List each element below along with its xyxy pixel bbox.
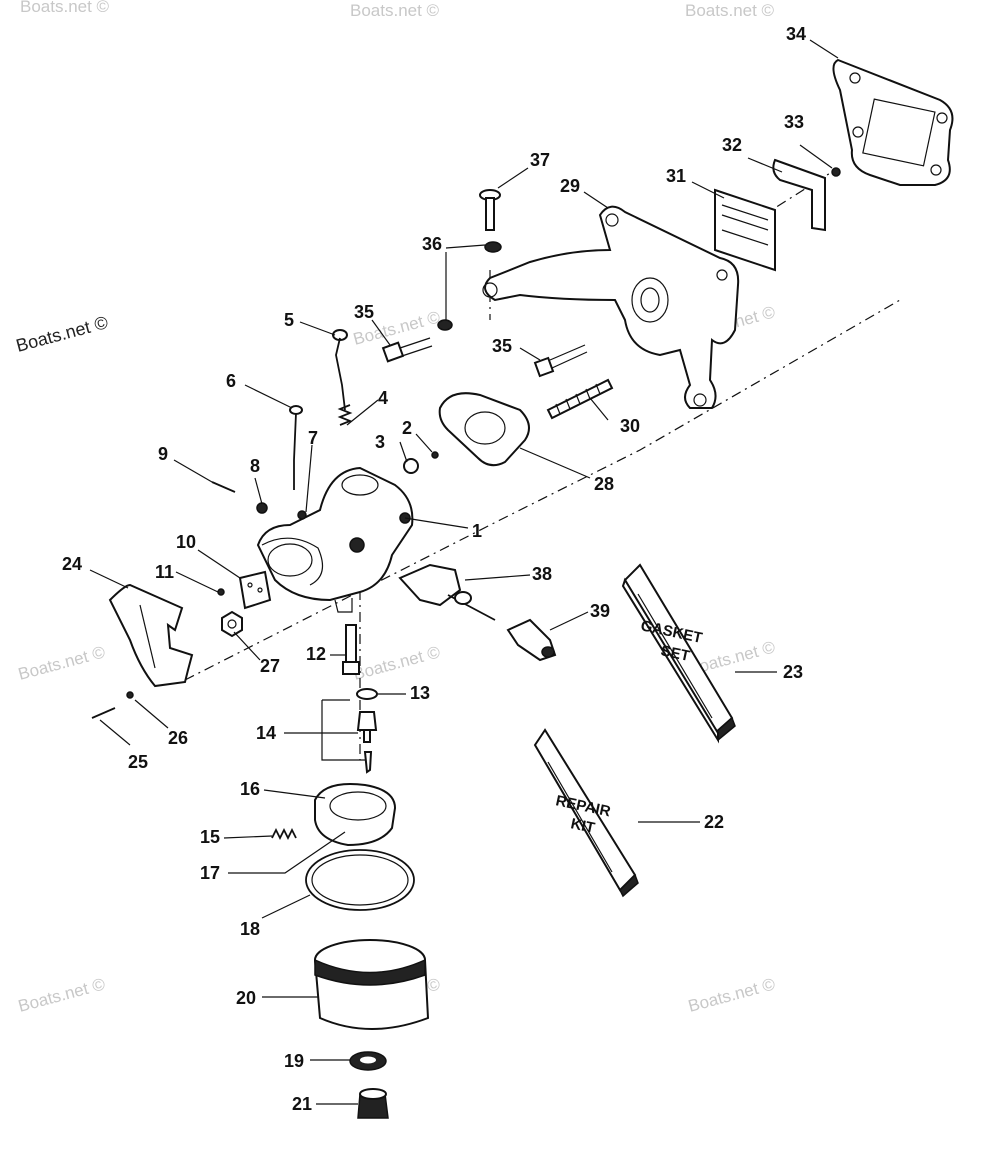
callout-11: 11 [155,562,174,582]
callout-22: 22 [704,812,724,832]
part-3-washer [403,458,419,474]
callout-9: 9 [158,444,168,464]
part-36-nut [437,319,453,331]
watermark-prominent: Boats.net © [14,312,110,356]
part-35-bolt-a [381,337,433,363]
callout-29: 29 [560,176,580,196]
callout-2: 2 [402,418,412,438]
watermark: Boats.net © [351,642,442,684]
part-20-float-bowl [314,939,430,1030]
callout-21: 21 [292,1094,312,1114]
callouts: 34 33 32 31 29 37 36 35 35 30 28 1 5 6 4… [62,24,806,1114]
part-38-valve [398,563,496,621]
part-39-fitting [506,618,557,662]
gasket-set-label-line2: SET [659,642,691,665]
repair-kit-label-line2: KIT [569,815,596,837]
callout-6: 6 [226,371,236,391]
part-25-screw [91,707,116,719]
callout-8: 8 [250,456,260,476]
watermark: Boats.net © [16,642,107,684]
part-26-washer [126,691,134,699]
callout-25: 25 [128,752,148,772]
callout-20: 20 [236,988,256,1008]
callout-14: 14 [256,723,276,743]
part-1-carburetor-body [256,466,414,613]
part-23-gasket-set-box: GASKET SET [621,563,736,744]
callout-36: 36 [422,234,442,254]
part-4-spring [337,404,353,426]
callout-7: 7 [308,428,318,448]
callout-15: 15 [200,827,220,847]
callout-19: 19 [284,1051,304,1071]
callout-5: 5 [284,310,294,330]
part-15-spring [271,827,297,841]
watermark: Boats.net © [16,974,107,1016]
callout-4: 4 [378,388,388,408]
part-12-jet [342,624,360,675]
callout-26: 26 [168,728,188,748]
callout-17: 17 [200,863,220,883]
callout-13: 13 [410,683,430,703]
part-14-valve [321,699,378,774]
part-16-float [314,783,397,847]
part-18-o-ring [305,849,415,911]
part-24-plate [108,583,194,688]
watermark: Boats.net © [350,1,440,20]
callout-23: 23 [783,662,803,682]
callout-16: 16 [240,779,260,799]
watermark: Boats.net © [686,974,777,1016]
part-32-plate [772,158,826,232]
part-37-screw [479,189,501,231]
part-28-gasket [438,392,530,467]
callout-3: 3 [375,432,385,452]
callout-34: 34 [786,24,806,44]
callout-38: 38 [532,564,552,584]
callout-39: 39 [590,601,610,621]
part-11-screw [217,588,225,596]
part-34-gasket [832,58,954,186]
part-9-screw [211,481,236,493]
part-10-plate [238,570,272,610]
watermark: Boats.net © [685,1,775,20]
callout-12: 12 [306,644,326,664]
part-30-stud [546,378,614,420]
part-27-nut [221,610,243,638]
leader-lines [89,39,839,1105]
callout-10: 10 [176,532,196,552]
part-6-needle [289,405,303,490]
part-5-rod [332,329,348,411]
part-17-pin [228,831,346,874]
callout-1: 1 [472,521,482,541]
callout-24: 24 [62,554,82,574]
callout-31: 31 [666,166,686,186]
callout-35-b: 35 [492,336,512,356]
part-2-screw [431,451,439,459]
part-21-plug [357,1088,389,1119]
callout-18: 18 [240,919,260,939]
part-35-bolt-b [533,344,588,378]
watermark: Boats.net © [20,0,110,16]
horizontal-axis-line [184,299,901,681]
part-7 [297,510,307,520]
callout-27: 27 [260,656,280,676]
part-8-plug [256,502,268,514]
part-31-reed [714,188,776,272]
callout-33: 33 [784,112,804,132]
part-36-washer [484,241,502,253]
part-29-manifold [482,205,740,409]
callout-37: 37 [530,150,550,170]
part-13-washer [356,688,378,700]
part-22-repair-kit-box: REPAIR KIT [533,728,639,898]
callout-28: 28 [594,474,614,494]
callout-35-a: 35 [354,302,374,322]
callout-30: 30 [620,416,640,436]
part-33-screw [831,167,841,177]
callout-32: 32 [722,135,742,155]
